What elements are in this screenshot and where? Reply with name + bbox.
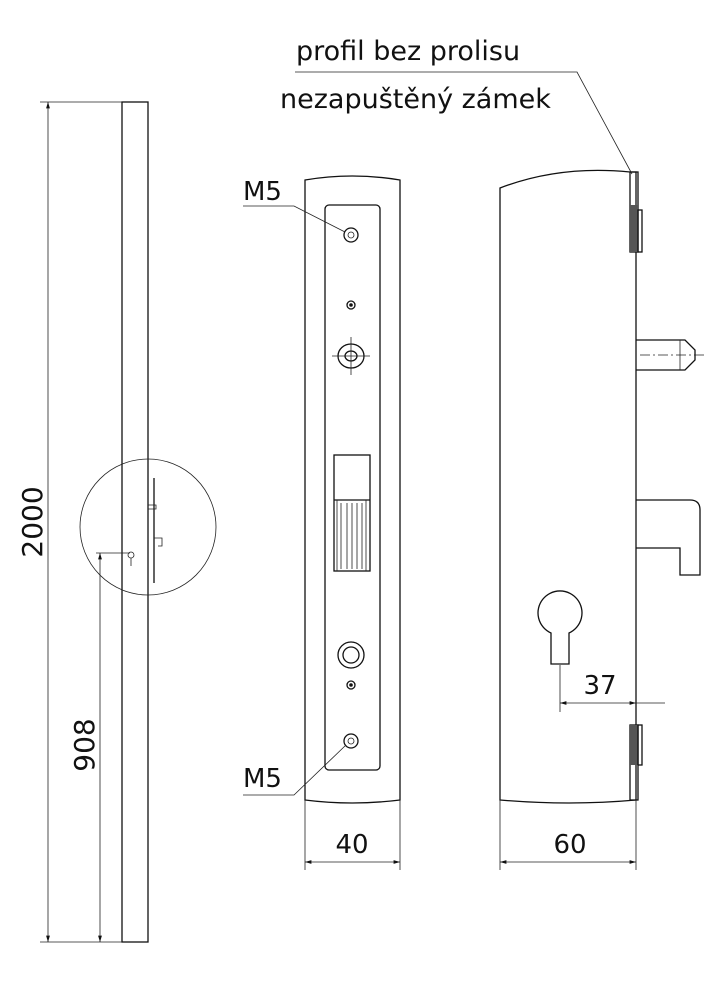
dimension-door-height: 2000 xyxy=(16,486,49,557)
keyhole-icon xyxy=(127,551,135,559)
lock-body-front xyxy=(304,175,401,804)
lock-body-side xyxy=(499,169,637,804)
note-leader-line xyxy=(295,71,633,175)
door-elevation: 2000 908 xyxy=(16,101,217,943)
note-profile: profil bez prolisu xyxy=(296,36,520,67)
screw-label-top: M5 xyxy=(243,177,282,207)
screw-icon xyxy=(346,300,356,310)
hole-icon xyxy=(337,641,365,669)
dimension-backset: 37 xyxy=(583,671,616,701)
screw-label-bottom: M5 xyxy=(243,764,282,794)
dimension-faceplate-width: 40 xyxy=(335,830,368,860)
screw-icon xyxy=(343,227,359,243)
leader-line xyxy=(243,205,346,233)
door-profile xyxy=(121,101,149,943)
faceplate xyxy=(324,204,381,771)
detail-circle xyxy=(79,458,217,596)
profile-section-bottom xyxy=(629,724,643,801)
profile-section-top xyxy=(629,171,643,253)
faceplate-view: M5 M5 40 xyxy=(243,175,401,870)
note-lock: nezapuštěný zámek xyxy=(280,84,551,115)
cylinder-hole-icon xyxy=(332,337,370,375)
screw-icon xyxy=(343,733,359,749)
side-view: 37 60 xyxy=(499,169,706,870)
keyhole-icon xyxy=(537,590,583,665)
bolt-detail xyxy=(148,504,163,547)
dimension-lock-depth: 60 xyxy=(553,830,586,860)
screw-icon xyxy=(346,680,356,690)
latch xyxy=(333,454,371,572)
dimension-handle-height: 908 xyxy=(68,718,101,771)
latch-bolt xyxy=(636,499,701,576)
leader-line xyxy=(243,744,347,796)
